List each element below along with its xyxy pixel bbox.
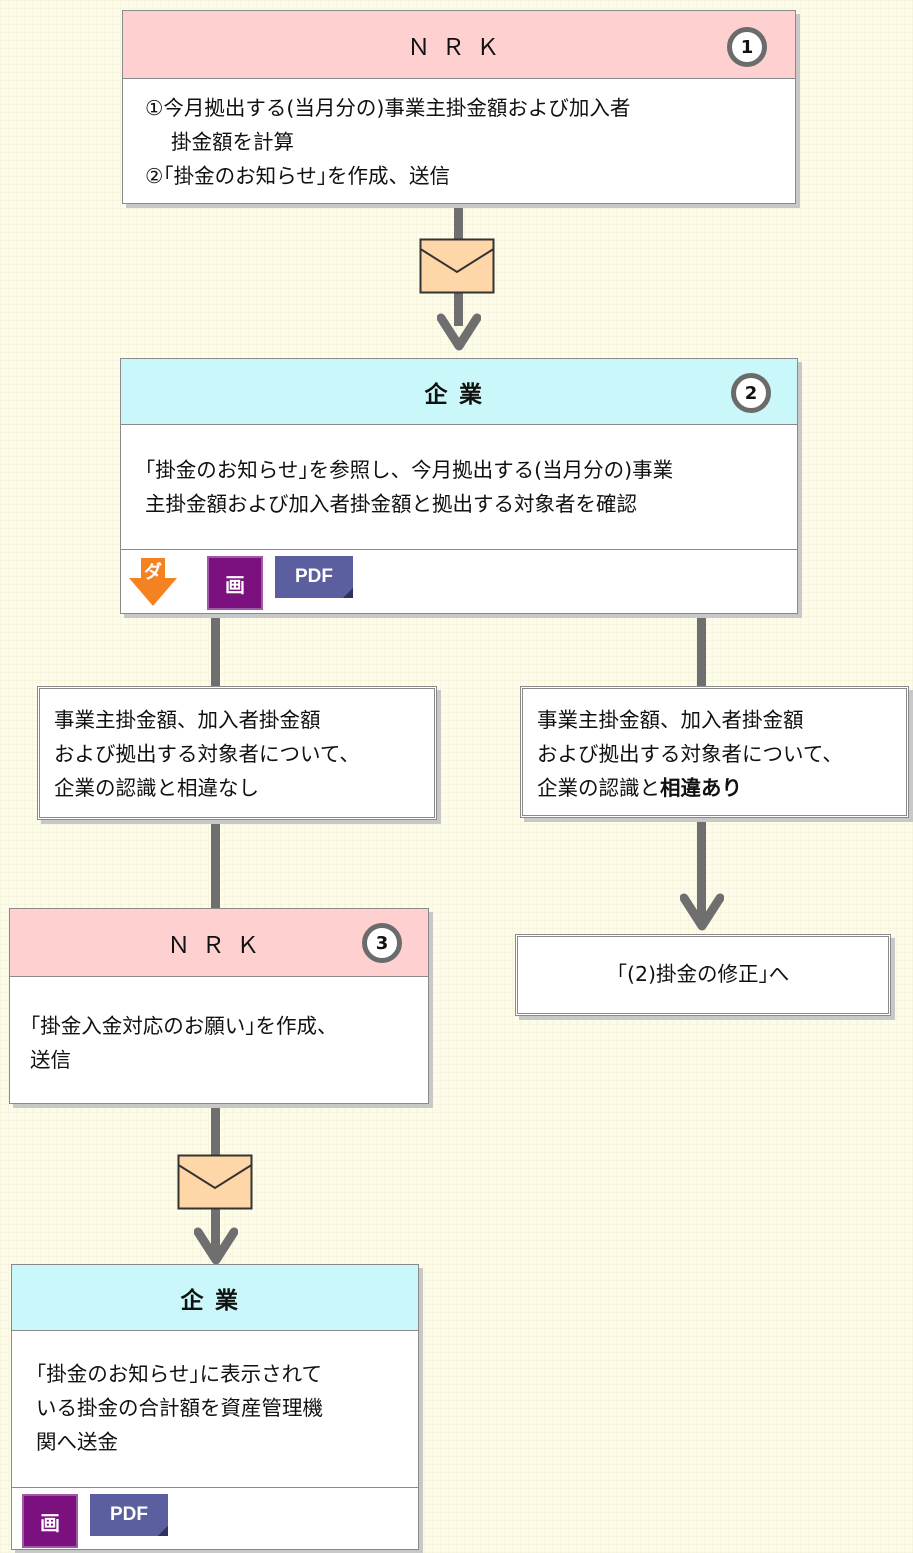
step3-title: ＮＲＫ	[167, 932, 271, 959]
step2-company-box: 企業 2 ｢掛金のお知らせ｣を参照し、今月拠出する(当月分の)事業 主掛金額およ…	[120, 358, 798, 614]
arrowhead-icon	[437, 313, 481, 351]
step4-title: 企業	[180, 1287, 250, 1314]
connector-2-left	[211, 614, 220, 686]
step4-toolbar: 画 PDF	[12, 1487, 418, 1549]
step4-company-box: 企業 ｢掛金のお知らせ｣に表示されて いる掛金の合計額を資産管理機 関へ送金 画…	[11, 1264, 419, 1550]
page-fold-icon	[158, 1526, 168, 1536]
step2-toolbar: ダ 画 PDF	[121, 549, 797, 613]
branch-left-line-2: および拠出する対象者について、	[54, 742, 360, 766]
step2-line-1: ｢掛金のお知らせ｣を参照し、今月拠出する(当月分の)事業	[145, 458, 674, 482]
connector-right-redirect	[697, 818, 706, 918]
connector-left-3	[211, 820, 220, 908]
step2-line-2: 主掛金額および加入者掛金額と拠出する対象者を確認	[145, 492, 637, 516]
redirect-correction-box[interactable]: ｢(2)掛金の修正｣へ	[515, 934, 891, 1016]
step4-header: 企業	[12, 1265, 418, 1331]
step3-line-2: 送信	[30, 1048, 71, 1072]
step2-title: 企業	[424, 381, 494, 408]
branch-right-line-1: 事業主掛金額、加入者掛金額	[537, 708, 804, 732]
screen-button[interactable]: 画	[207, 556, 263, 610]
step3-nrk-box: ＮＲＫ 3 ｢掛金入金対応のお願い｣を作成、 送信	[9, 908, 429, 1104]
branch-left-line-1: 事業主掛金額、加入者掛金額	[54, 708, 321, 732]
step1-line-3: ②｢掛金のお知らせ｣を作成、送信	[145, 164, 450, 188]
step2-header: 企業	[121, 359, 797, 425]
arrowhead-icon	[194, 1227, 238, 1265]
step4-line-1: ｢掛金のお知らせ｣に表示されて	[36, 1362, 322, 1386]
step4-line-3: 関へ送金	[36, 1430, 118, 1454]
mail-envelope-icon	[419, 238, 495, 294]
step1-header: ＮＲＫ	[123, 11, 795, 79]
screen-button[interactable]: 画	[22, 1494, 78, 1548]
step1-line-1: ①今月拠出する(当月分の)事業主掛金額および加入者	[145, 96, 631, 120]
page-fold-icon	[343, 588, 353, 598]
branch-right-line-2: および拠出する対象者について、	[537, 742, 843, 766]
step4-line-2: いる掛金の合計額を資産管理機	[36, 1396, 323, 1420]
step1-line-2: 掛金額を計算	[171, 130, 294, 154]
step3-header: ＮＲＫ	[10, 909, 428, 977]
mail-envelope-icon	[177, 1154, 253, 1210]
step1-title: ＮＲＫ	[407, 34, 511, 61]
connector-2-right	[697, 614, 706, 686]
branch-right-line-3: 企業の認識と相違あり	[537, 776, 742, 800]
pdf-button[interactable]: PDF	[275, 556, 353, 598]
step-number-badge: 1	[727, 27, 767, 67]
redirect-text: ｢(2)掛金の修正｣へ	[616, 962, 790, 986]
pdf-button[interactable]: PDF	[90, 1494, 168, 1536]
branch-left-line-3: 企業の認識と相違なし	[54, 776, 259, 800]
step-number-badge: 3	[362, 923, 402, 963]
download-label: ダ	[144, 561, 162, 583]
step-number-badge: 2	[731, 373, 771, 413]
difference-emphasis: 相違あり	[660, 776, 742, 800]
arrowhead-icon	[680, 893, 724, 931]
step1-nrk-box: ＮＲＫ 1 ①今月拠出する(当月分の)事業主掛金額および加入者 掛金額を計算 ②…	[122, 10, 796, 204]
branch-difference-box: 事業主掛金額、加入者掛金額 および拠出する対象者について、 企業の認識と相違あり	[520, 686, 909, 818]
step3-line-1: ｢掛金入金対応のお願い｣を作成、	[30, 1014, 338, 1038]
branch-no-difference-box: 事業主掛金額、加入者掛金額 および拠出する対象者について、 企業の認識と相違なし	[37, 686, 437, 820]
download-arrow-icon[interactable]: ダ	[127, 558, 179, 608]
